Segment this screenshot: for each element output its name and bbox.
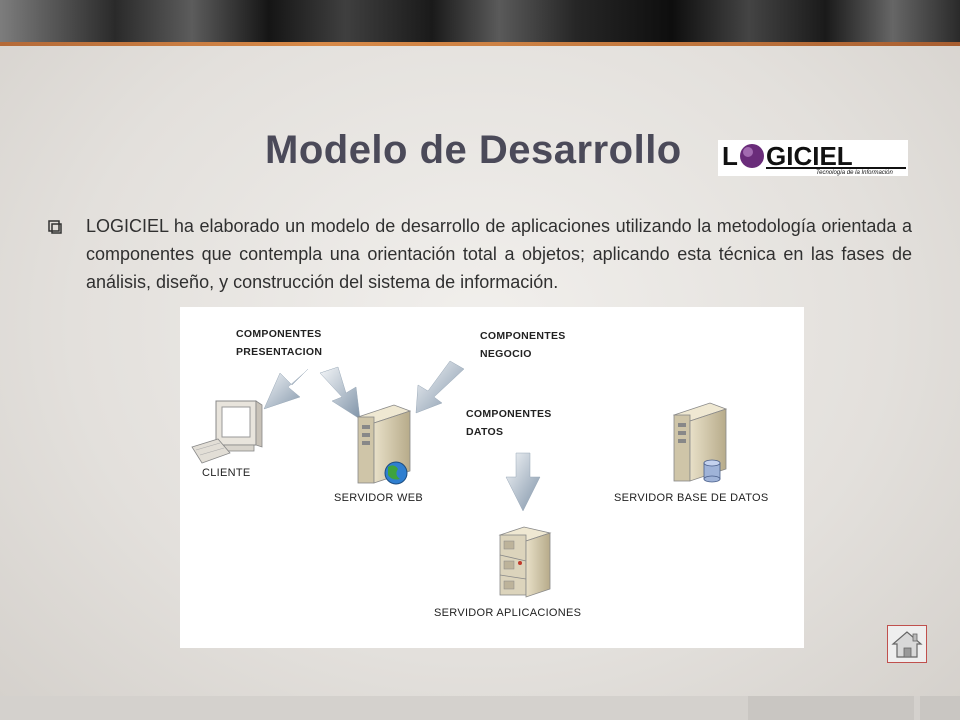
arrow-icon <box>505 452 541 512</box>
computer-icon <box>191 400 263 464</box>
label-componentes-negocio: COMPONENTES NEGOCIO <box>480 327 566 363</box>
label-line: COMPONENTES <box>236 328 322 340</box>
body-paragraph: LOGICIEL ha elaborado un modelo de desar… <box>86 216 912 292</box>
square-bullet-icon <box>48 220 62 234</box>
svg-text:L: L <box>722 141 738 171</box>
label-line: COMPONENTES <box>480 330 566 342</box>
arrow-icon <box>263 368 309 410</box>
label-line: PRESENTACION <box>236 346 323 358</box>
logiciel-logo: L GICIEL Tecnología de la Información <box>718 140 908 176</box>
label-servidor-web: SERVIDOR WEB <box>334 492 423 504</box>
globe-icon <box>384 461 408 485</box>
svg-text:Tecnología de la Información: Tecnología de la Información <box>816 170 893 176</box>
footer-segment <box>748 696 914 720</box>
label-servidor-base-de-datos: SERVIDOR BASE DE DATOS <box>614 492 769 504</box>
footer-segment <box>920 696 960 720</box>
footer-bar <box>0 696 960 720</box>
label-servidor-aplicaciones: SERVIDOR APLICACIONES <box>434 607 582 619</box>
arrow-icon <box>415 360 465 414</box>
label-componentes-presentacion: COMPONENTES PRESENTACION <box>236 325 322 361</box>
label-line: DATOS <box>466 426 504 438</box>
database-icon <box>703 459 721 483</box>
slide-title: Modelo de Desarrollo <box>265 128 682 172</box>
home-icon <box>891 631 923 658</box>
home-button[interactable] <box>887 625 927 663</box>
svg-text:GICIEL: GICIEL <box>766 141 853 171</box>
label-line: NEGOCIO <box>480 348 532 360</box>
label-cliente: CLIENTE <box>202 467 251 479</box>
header-banner <box>0 0 960 42</box>
arrow-icon <box>319 366 361 420</box>
architecture-diagram: COMPONENTES PRESENTACION COMPONENTES NEG… <box>180 307 804 648</box>
label-line: COMPONENTES <box>466 408 552 420</box>
header-accent-line <box>0 42 960 46</box>
label-componentes-datos: COMPONENTES DATOS <box>466 405 552 441</box>
server-icon <box>498 526 552 598</box>
